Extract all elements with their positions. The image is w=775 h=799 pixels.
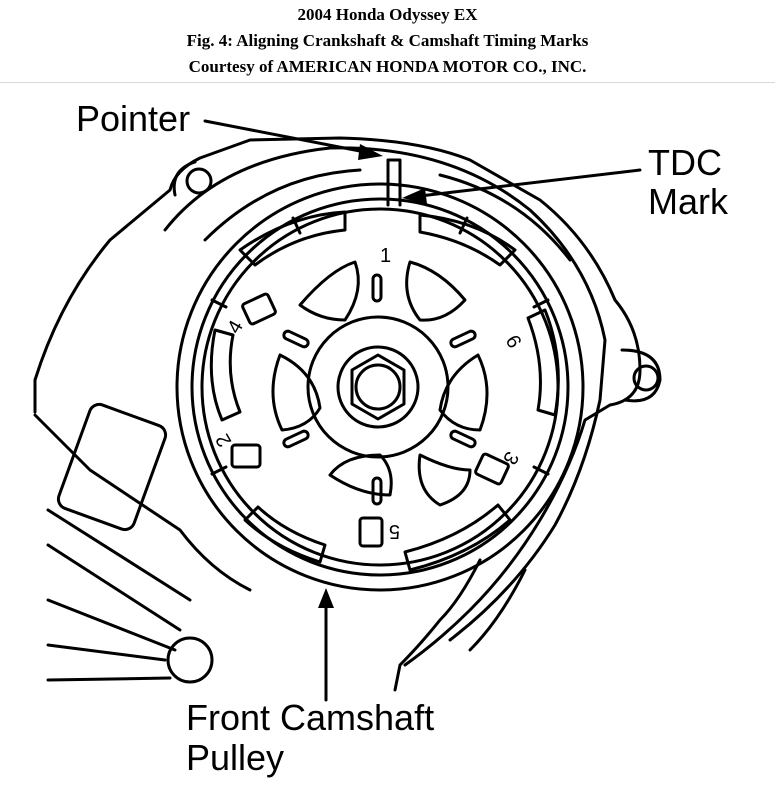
pointer-leader <box>203 119 367 154</box>
tdc-notch <box>386 158 402 207</box>
spoke-window-6 <box>417 453 472 507</box>
tdc-leader <box>418 168 642 198</box>
pulley-outer-ring <box>175 182 585 592</box>
spoke-window-1 <box>298 260 360 322</box>
spoke-window-5 <box>328 453 393 497</box>
timing-diagram: 1 4 6 2 3 5 Pointer TDC Mark Front Camsh… <box>33 98 729 778</box>
web-slot-top-right <box>418 213 517 267</box>
idler-bolt <box>166 636 214 684</box>
web-slot-bottom-left <box>243 505 327 564</box>
spoke-window-4 <box>271 353 322 432</box>
pointer-label: Pointer <box>76 98 190 139</box>
web-slot-bottom <box>403 503 512 572</box>
timing-cover-outline <box>33 136 642 667</box>
mount-hole-right <box>632 364 660 392</box>
web-slot-right <box>526 308 560 417</box>
pulley-rim <box>190 197 570 577</box>
timing-cover-inner <box>163 146 607 642</box>
tdc-label-line2: Mark <box>648 181 729 222</box>
center-bolt <box>350 353 406 421</box>
figure-caption: Fig. 4: Aligning Crankshaft & Camshaft T… <box>186 31 589 50</box>
pulley-hub <box>306 315 450 459</box>
web-slot-left <box>209 328 242 422</box>
mark-1: 1 <box>380 245 391 267</box>
hub-washer <box>336 345 420 429</box>
mark-3: 3 <box>498 448 523 469</box>
courtesy-line: Courtesy of AMERICAN HONDA MOTOR CO., IN… <box>188 57 587 76</box>
figure-header: 2004 Honda Odyssey EX Fig. 4: Aligning C… <box>0 0 775 83</box>
tdc-label-line1: TDC <box>648 142 722 183</box>
mark-5: 5 <box>389 520 400 542</box>
spoke-window-2 <box>405 260 467 322</box>
web-slot-top-left <box>238 210 347 267</box>
mount-hole-left <box>185 167 213 195</box>
pulley-label-line2: Pulley <box>186 737 284 778</box>
pulley-label-line1: Front Camshaft <box>186 697 434 738</box>
mark-6: 6 <box>501 332 526 353</box>
spoke-window-3 <box>438 353 489 432</box>
vehicle-title: 2004 Honda Odyssey EX <box>297 5 478 24</box>
housing-lower-left <box>33 413 252 592</box>
housing-slot <box>56 402 168 532</box>
